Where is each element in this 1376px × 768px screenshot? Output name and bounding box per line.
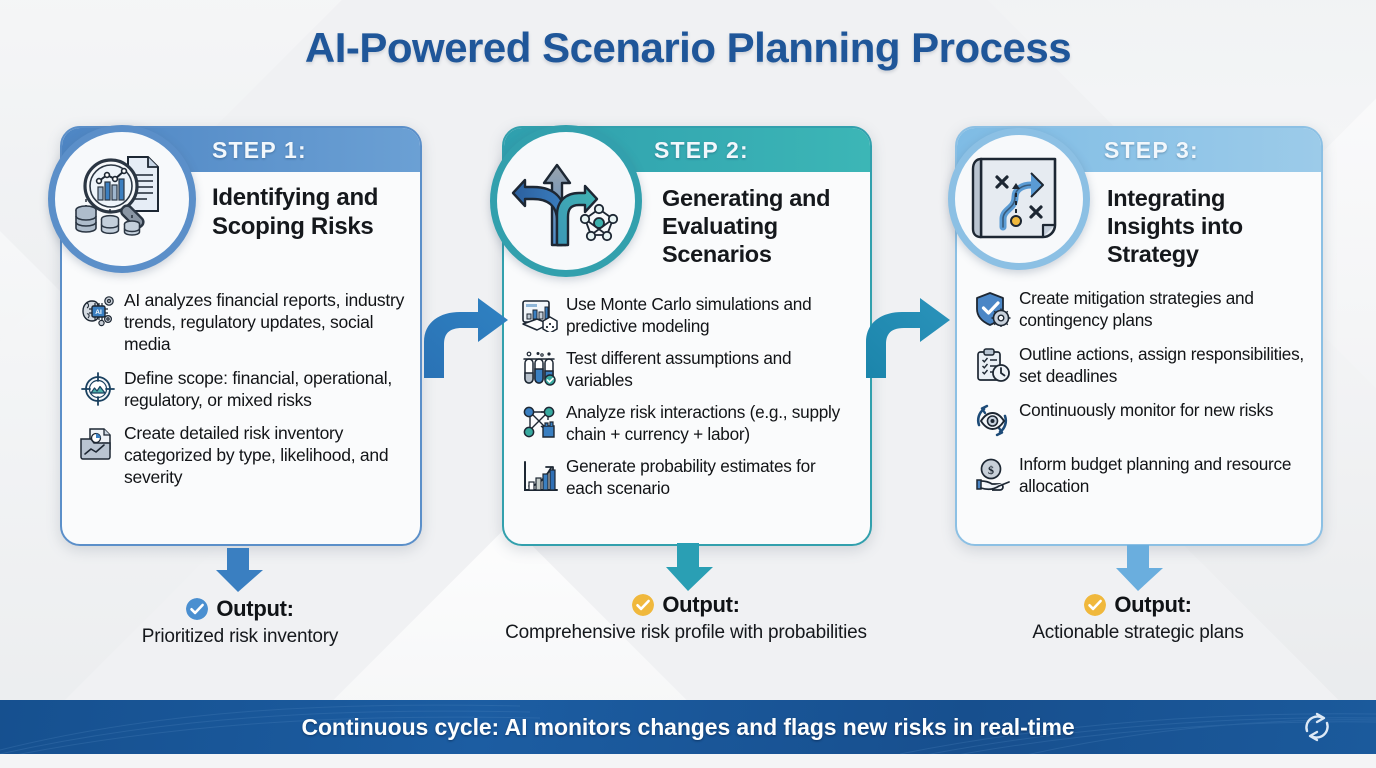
step-3-bullets: Create mitigation strategies and conting… — [971, 288, 1307, 510]
arrow-step2-to-step3 — [862, 296, 954, 383]
wave-decoration — [0, 704, 1376, 754]
output-step-1: Output: Prioritized risk inventory — [60, 596, 420, 649]
list-item: Analyze risk interactions (e.g., supply … — [518, 402, 856, 445]
target-scope-icon — [76, 369, 120, 409]
step-2-bullets: Use Monte Carlo simulations and predicti… — [518, 294, 856, 510]
list-item-text: Outline actions, assign responsibilities… — [1019, 344, 1304, 386]
list-item: $ Inform budget planning and resource al… — [971, 454, 1307, 497]
down-arrow-step3 — [1105, 545, 1171, 596]
step-3-label: STEP 3: — [1104, 137, 1199, 163]
step-1-heading: Identifying and Scoping Risks — [212, 184, 379, 240]
list-item: Continuously monitor for new risks — [971, 400, 1307, 441]
step-card-3: STEP 3: Integrating Insights into Strate… — [955, 126, 1323, 546]
list-item: Create detailed risk inventory categoriz… — [76, 423, 406, 489]
arrow-step1-to-step2 — [420, 296, 512, 383]
output-label: Output: — [216, 596, 294, 621]
step-1-badge — [48, 125, 196, 273]
folder-report-chart-icon — [76, 424, 120, 464]
refresh-cycle-icon — [1300, 711, 1334, 748]
list-item-text: Inform budget planning and resource allo… — [1019, 454, 1292, 496]
strategy-map-route-icon — [971, 157, 1057, 239]
footer-banner: Continuous cycle: AI monitors changes an… — [0, 700, 1376, 754]
step-2-heading: Generating and Evaluating Scenarios — [662, 185, 831, 268]
list-item-text: AI analyzes financial reports, industry … — [124, 290, 405, 354]
down-arrow-step2 — [655, 543, 721, 596]
growth-bar-chart-icon — [518, 457, 562, 497]
list-item: Use Monte Carlo simulations and predicti… — [518, 294, 856, 337]
output-value: Comprehensive risk profile with probabil… — [505, 622, 867, 643]
shield-check-gear-icon — [971, 289, 1015, 329]
output-label: Output: — [1114, 592, 1192, 617]
list-item-text: Define scope: financial, operational, re… — [124, 367, 393, 410]
list-item-text: Create detailed risk inventory categoriz… — [124, 423, 389, 488]
ai-brain-chip-gears-icon: AI — [76, 291, 120, 331]
list-item-text: Use Monte Carlo simulations and predicti… — [566, 294, 812, 336]
output-step-3: Output: Actionable strategic plans — [952, 592, 1324, 645]
output-value: Prioritized risk inventory — [141, 626, 339, 647]
check-circle-icon — [186, 598, 209, 620]
list-item: Test different assumptions and variables — [518, 348, 856, 391]
list-item: Outline actions, assign responsibilities… — [971, 344, 1307, 387]
list-item: Create mitigation strategies and conting… — [971, 288, 1307, 331]
step-1-label: STEP 1: — [212, 137, 307, 163]
step-3-heading: Integrating Insights into Strategy — [1107, 185, 1243, 268]
footer-text: Continuous cycle: AI monitors changes an… — [301, 713, 1075, 740]
list-item-text: Continuously monitor for new risks — [1019, 400, 1274, 420]
check-circle-icon — [1084, 594, 1107, 616]
eye-refresh-icon — [971, 401, 1015, 441]
branching-arrows-network-icon — [511, 163, 619, 247]
test-tubes-icon — [518, 349, 562, 389]
step-2-label: STEP 2: — [654, 137, 749, 163]
page-title: AI-Powered Scenario Planning Process — [304, 24, 1072, 71]
clipboard-clock-icon — [971, 345, 1015, 385]
list-item: Define scope: financial, operational, re… — [76, 368, 406, 412]
bar-chart-dice-icon — [518, 295, 562, 335]
output-value: Actionable strategic plans — [1032, 622, 1244, 643]
svg-text:$: $ — [988, 463, 994, 477]
magnifier-chart-database-icon — [75, 156, 159, 236]
hand-coin-icon: $ — [971, 455, 1015, 495]
step-2-badge — [490, 125, 642, 277]
list-item-text: Generate probability estimates for each … — [566, 456, 816, 498]
check-circle-icon — [632, 594, 655, 616]
list-item-text: Create mitigation strategies and conting… — [1019, 288, 1254, 330]
down-arrow-step1 — [205, 548, 271, 597]
list-item: Generate probability estimates for each … — [518, 456, 856, 499]
step-3-badge — [948, 128, 1090, 270]
list-item-text: Analyze risk interactions (e.g., supply … — [566, 402, 840, 444]
network-nodes-icon — [518, 403, 562, 443]
footer-bottom-strip — [0, 754, 1376, 768]
svg-text:AI: AI — [95, 309, 102, 316]
list-item-text: Test different assumptions and variables — [566, 348, 792, 390]
step-1-bullets: AI AI analyzes financial reports, indust… — [76, 290, 406, 501]
step-card-2: STEP 2: Generating and Evaluating Scenar… — [502, 126, 872, 546]
output-step-2: Output: Comprehensive risk profile with … — [500, 592, 872, 645]
list-item: AI AI analyzes financial reports, indust… — [76, 290, 406, 356]
output-label: Output: — [662, 592, 740, 617]
